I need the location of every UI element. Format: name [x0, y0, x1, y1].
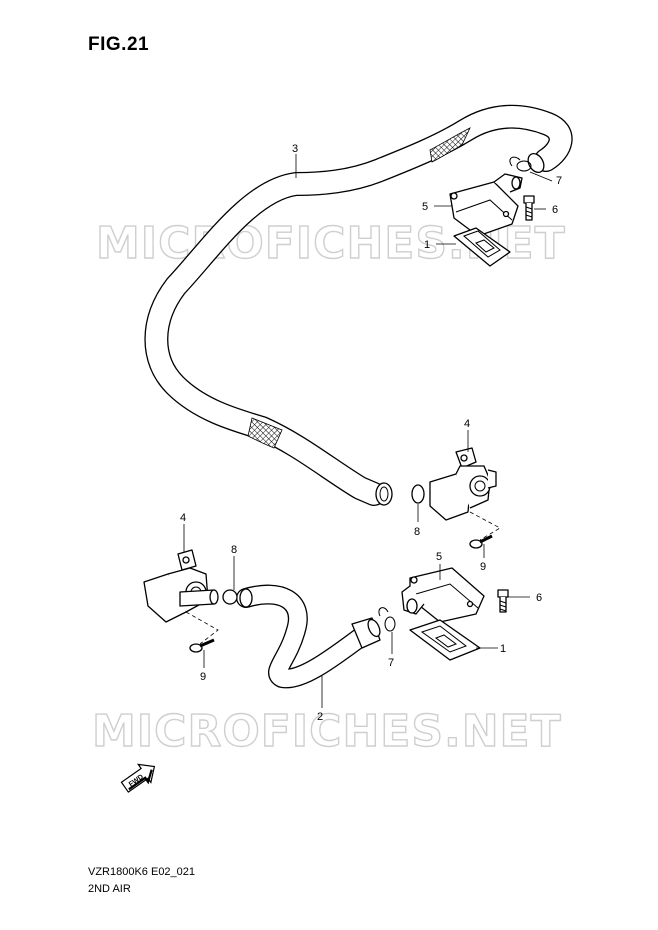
fwd-arrow-icon: FWD — [120, 763, 156, 793]
reed-valve-lower — [409, 619, 481, 661]
screw-left — [189, 638, 215, 653]
callout-5-upper: 5 — [422, 201, 428, 213]
callout-8-left: 8 — [231, 544, 237, 556]
callout-7-upper: 7 — [556, 175, 562, 187]
clamp-upper — [509, 156, 532, 172]
callout-4-right: 4 — [464, 418, 470, 430]
figure-title: FIG.21 — [88, 34, 150, 55]
screw-right — [469, 534, 493, 549]
callout-7-lower: 7 — [388, 657, 394, 669]
callout-6-upper: 6 — [552, 204, 558, 216]
callout-9-right: 9 — [480, 561, 486, 573]
callout-1-lower: 1 — [500, 643, 506, 655]
model-code: VZR1800K6 E02_021 — [88, 866, 196, 878]
hose-part-2 — [236, 584, 381, 689]
reed-valve-cover-upper — [449, 173, 523, 237]
watermark-lower: MICROFICHES.NET — [92, 706, 562, 757]
callout-5-lower: 5 — [436, 551, 442, 563]
callout-1-upper: 1 — [424, 239, 430, 251]
air-valve-left — [143, 549, 238, 623]
clamp-lower — [378, 607, 396, 632]
reed-valve-cover-lower — [401, 567, 485, 623]
callout-2: 2 — [317, 711, 323, 723]
air-valve-right — [411, 447, 497, 521]
callout-6-lower: 6 — [536, 592, 542, 604]
section-name: 2ND AIR — [88, 883, 131, 895]
callout-4-left: 4 — [180, 512, 186, 524]
bolt-upper — [523, 195, 535, 221]
hose-part-3 — [144, 104, 573, 506]
bolt-lower — [497, 589, 509, 613]
callout-9-left: 9 — [200, 671, 206, 683]
callout-8-right: 8 — [414, 526, 420, 538]
callout-3: 3 — [292, 143, 298, 155]
reed-valve-upper — [453, 227, 511, 267]
